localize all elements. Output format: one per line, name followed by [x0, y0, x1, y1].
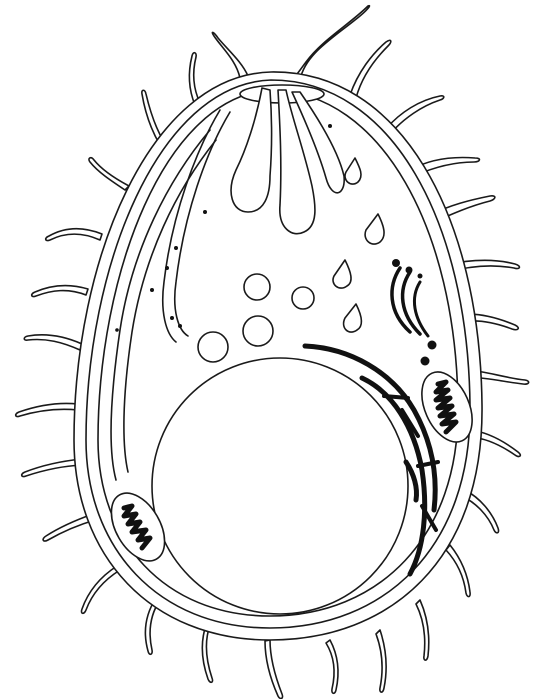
nucleus	[152, 358, 408, 614]
cilium	[376, 630, 386, 692]
granule	[328, 124, 332, 128]
cilium	[446, 545, 470, 597]
food-vacuole	[244, 274, 270, 300]
golgi-vesicle	[406, 267, 413, 274]
granule	[203, 210, 207, 214]
food-vacuole	[198, 332, 228, 362]
cilium	[46, 229, 102, 241]
cilium	[22, 459, 82, 477]
granule	[150, 288, 154, 292]
cilium	[416, 600, 429, 660]
granule	[170, 316, 174, 320]
cilium	[81, 566, 120, 613]
granule	[174, 246, 178, 250]
granule	[115, 328, 119, 332]
cilium	[202, 625, 212, 682]
cilium	[350, 40, 391, 98]
golgi-vesicle	[392, 259, 400, 267]
er-strand	[384, 396, 408, 398]
granule	[165, 266, 169, 270]
cilium	[89, 158, 129, 190]
cilium	[32, 285, 88, 296]
cilium	[16, 403, 78, 416]
food-vacuole	[243, 316, 273, 346]
golgi-vesicle	[421, 357, 430, 366]
cilium	[326, 640, 338, 693]
golgi-vesicle	[418, 274, 423, 279]
cilium	[24, 335, 82, 350]
food-vacuole	[292, 287, 314, 309]
golgi-vesicle	[428, 341, 437, 350]
cilium	[212, 32, 248, 78]
cilium	[292, 6, 369, 80]
cilium	[265, 640, 283, 698]
granule	[178, 324, 182, 328]
